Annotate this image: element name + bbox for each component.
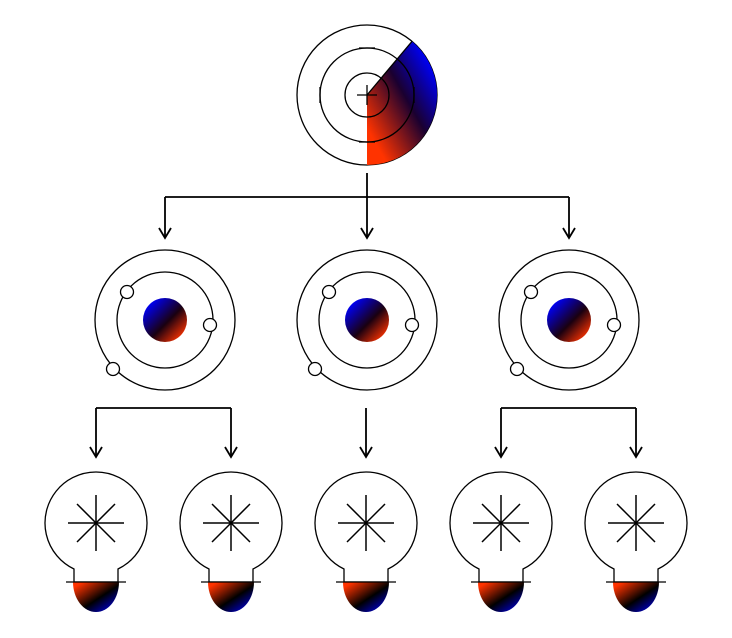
arrow-head [629, 446, 643, 459]
light-bulb-icon [314, 471, 418, 612]
radar-icon [296, 24, 438, 166]
bulb-glass [584, 471, 688, 583]
atom-electron [119, 284, 135, 300]
filament-line [616, 503, 656, 543]
arrow-head [494, 446, 508, 459]
atom-electron [404, 317, 420, 333]
arrow-head [360, 227, 374, 240]
radar-sweep-edge [366, 40, 413, 96]
arrow-head [224, 446, 238, 459]
atom-icon [94, 249, 236, 391]
root-connector [158, 173, 576, 240]
bulb-base [613, 582, 659, 612]
filament-line [481, 503, 521, 543]
bulb-base [478, 582, 524, 612]
atom-icon [296, 249, 438, 391]
atom-nucleus [143, 298, 187, 342]
atom-outer-orbit [94, 249, 236, 391]
connectors [89, 173, 643, 459]
atom-nucleus [345, 298, 389, 342]
filament-line [76, 503, 116, 543]
filament-line [346, 503, 386, 543]
bulb-filament [473, 495, 529, 551]
bulb-base [343, 582, 389, 612]
atom-outer-orbit [296, 249, 438, 391]
arrow-head [158, 227, 172, 240]
atom-electron [523, 284, 539, 300]
light-bulb-icon [44, 471, 148, 612]
bulb-filament [68, 495, 124, 551]
light-bulb-icon [584, 471, 688, 612]
light-bulb-icon [449, 471, 553, 612]
bulb-glass [44, 471, 148, 583]
bulb-filament [338, 495, 394, 551]
arrow-head [359, 446, 373, 459]
atom-electron [606, 317, 622, 333]
nodes [44, 24, 688, 612]
bulb-base [73, 582, 119, 612]
radar-sweep [367, 41, 437, 165]
bulb-base [208, 582, 254, 612]
bulb-glass [179, 471, 283, 583]
leaf-connector [89, 407, 643, 459]
bulb-filament [608, 495, 664, 551]
bulb-glass [449, 471, 553, 583]
arrow-head [562, 227, 576, 240]
radar-inner-ring [344, 72, 390, 118]
atom-nucleus [547, 298, 591, 342]
atom-electron [105, 361, 121, 377]
bulb-filament [203, 495, 259, 551]
atom-icon [498, 249, 640, 391]
filament-line [211, 503, 251, 543]
atom-electron [307, 361, 323, 377]
atom-outer-orbit [498, 249, 640, 391]
atom-electron [202, 317, 218, 333]
bulb-glass [314, 471, 418, 583]
arrow-head [89, 446, 103, 459]
light-bulb-icon [179, 471, 283, 612]
atom-electron [321, 284, 337, 300]
atom-electron [509, 361, 525, 377]
